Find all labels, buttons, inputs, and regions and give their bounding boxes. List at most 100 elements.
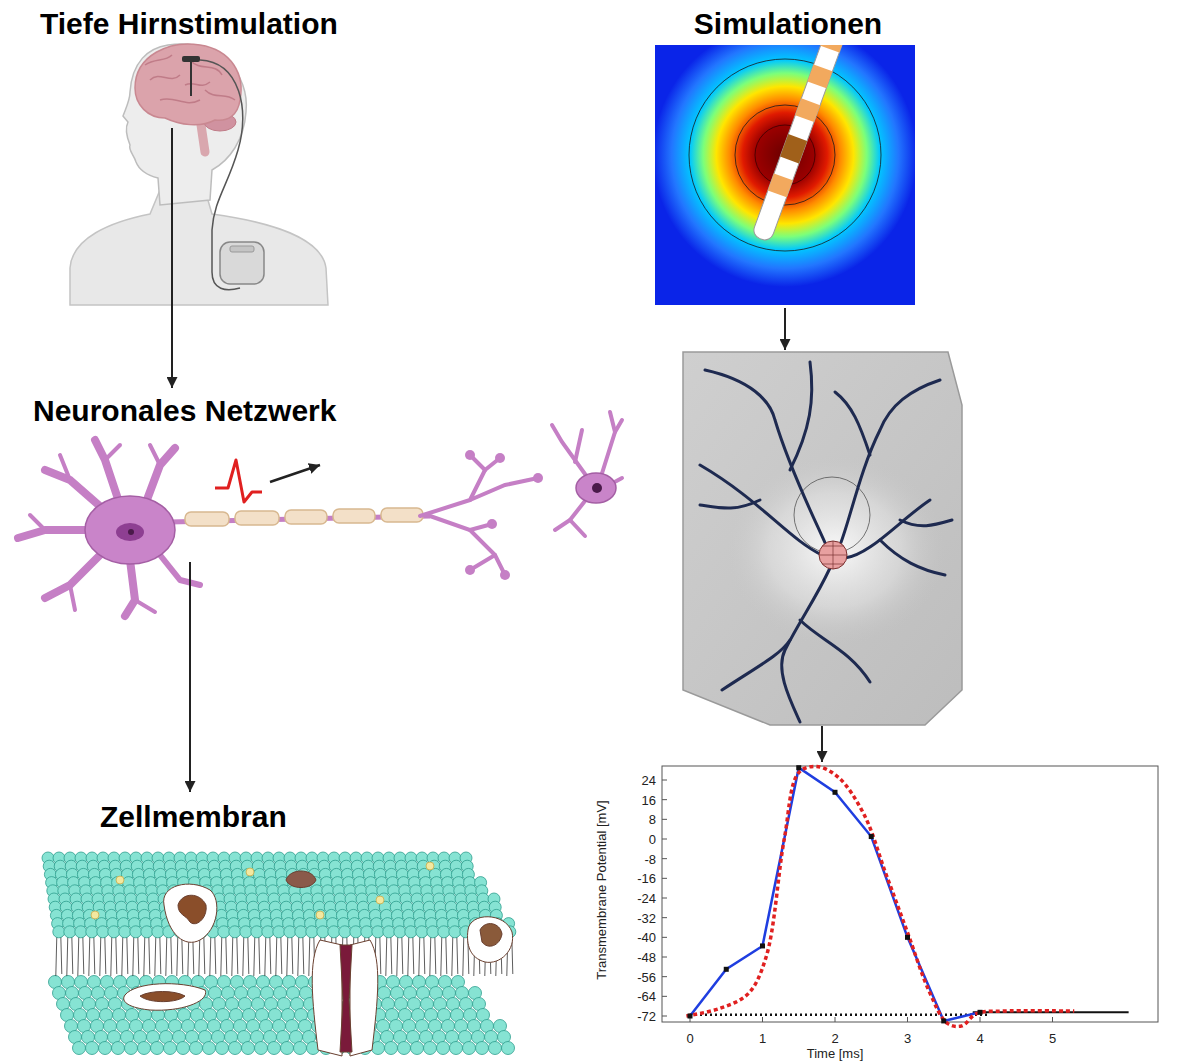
y-tick [662,917,667,918]
dbs-electrode-part [768,174,793,198]
y-tick [662,819,667,820]
lipid-tail [397,936,403,976]
lipid-head [424,1042,437,1055]
cholesterol-dot [116,876,124,884]
lipid-head [141,926,153,938]
lipid-tail [144,936,150,976]
brain-gyri-part [205,90,235,100]
illustrated-panel: Simulationen [655,4,921,305]
data-point [978,1010,983,1015]
target-neuron-dendrites-part [570,520,585,536]
data-point [760,943,765,948]
lipid-tail [265,936,271,976]
synaptic-boutons-part [533,473,543,483]
nucleolus [128,529,134,535]
dendrites-part [95,440,120,505]
dbs-electrode-part [820,45,845,53]
y-tick [662,1016,667,1017]
neuron-mesh-image [683,352,962,762]
lipid-tail [111,936,117,976]
y-tick [662,878,667,879]
flow-line [171,128,173,305]
lipid-head [268,1042,281,1055]
brain-gyri [145,55,235,103]
illustrated-panel: Zellmembran [40,792,524,1062]
lipid-head [489,1042,502,1055]
lipid-head [294,1042,307,1055]
tick-label: 3 [904,1031,911,1046]
mesh-dendrites-part [900,520,952,526]
data-point [869,834,874,839]
lipid-head [108,926,120,938]
mesh-dendrites-part [790,362,812,470]
tick-label: -24 [637,891,656,906]
mesh-dendrites-part [782,568,830,722]
synaptic-boutons-part [487,519,497,529]
dbs-electrode-part [751,45,852,242]
mesh-dendrites-part [840,380,940,545]
data-point [905,935,910,940]
mesh-soma-grid [819,541,847,569]
field-isoline [689,59,881,251]
lipid-head [438,926,450,938]
data-point [724,967,729,972]
mesh-dendrites [700,362,952,722]
myelin-sheath-part [333,509,375,523]
lipid-tail [100,936,106,976]
membrane-protein [468,917,513,963]
lipid-head [75,926,87,938]
electrode-cap [182,56,200,62]
mesh-soma [819,541,847,569]
axon-terminal [420,455,538,575]
lipid-head [218,926,230,938]
tick-label: 16 [642,792,656,807]
nucleus [116,523,144,541]
lipid-head [463,1042,476,1055]
mesh-dendrites-part [700,500,760,508]
lipid-head [152,926,164,938]
lipid-tail [221,936,227,976]
membrane-protein [178,895,206,924]
panel-heading: Simulationen [655,6,921,42]
lipid-tail [441,936,447,976]
panel-heading: Neuronales Netzwerk [33,393,627,429]
tick-label: -40 [637,930,656,945]
axis-title: Transmembrane Potential [mV] [594,800,609,979]
dbs-electrode-part [795,98,820,122]
lipid-head [361,926,373,938]
tick-label: -32 [637,910,656,925]
lipid-tail [78,936,84,976]
y-tick [662,858,667,859]
lipid-head [125,1042,138,1055]
action-potential-spike [215,460,262,502]
brain-gyri-part [150,75,180,80]
x-tick [980,1017,981,1022]
membrane-protein [340,945,352,1052]
y-tick [662,898,667,899]
lipid-head [97,926,109,938]
lipid-head [281,1042,294,1055]
dendrites-part [125,560,135,616]
lipid-head [216,1042,229,1055]
lipid-head [405,926,417,938]
x-tick [762,1017,763,1022]
y-tick [662,780,667,781]
target-nucleus [592,483,602,493]
lipid-tail [232,936,238,976]
lipid-head [99,1042,112,1055]
lipid-tail [199,936,205,976]
lipid-tail [243,936,249,976]
lipid-head [53,926,65,938]
lipid-head [119,926,131,938]
mesh-dendrites-part [880,540,945,575]
electrode-lead [190,62,192,96]
lipid-head [317,926,329,938]
brain-gyri-part [160,99,200,103]
tick-label: 0 [649,832,656,847]
lipid-head [411,1042,424,1055]
tick-label: -72 [637,1009,656,1024]
lipid-tail [276,936,282,976]
dbs-person-illustration [70,44,328,305]
simulated-curve [690,768,980,1021]
axis-title: Time [ms] [807,1046,864,1061]
